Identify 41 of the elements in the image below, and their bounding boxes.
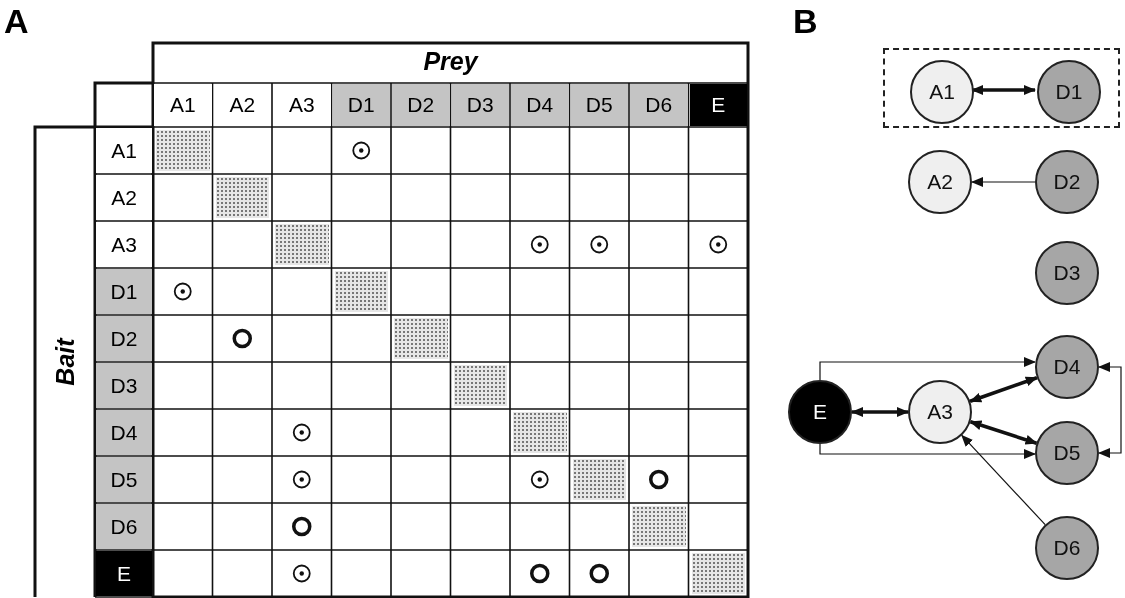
arrow	[819, 443, 1036, 459]
node-circle: A2	[908, 150, 972, 214]
arrow	[971, 177, 1036, 187]
row-header: D3	[96, 363, 152, 408]
arrow	[969, 376, 1038, 403]
row-header: A2	[96, 175, 152, 220]
node-circle: A3	[908, 380, 972, 444]
row-header: D1	[96, 269, 152, 314]
node-circle: D6	[1035, 516, 1099, 580]
arrow	[969, 420, 1038, 445]
row-header: A3	[96, 222, 152, 267]
column-header: E	[689, 84, 747, 126]
panel-letter: B	[793, 2, 819, 42]
row-header: A1	[96, 128, 152, 173]
arrow	[819, 357, 1036, 381]
panel-letter: A	[4, 2, 30, 42]
column-header: D5	[570, 84, 628, 126]
node-circle: D1	[1037, 60, 1101, 124]
column-header: D3	[451, 84, 509, 126]
column-header: D1	[332, 84, 390, 126]
arrow	[1098, 362, 1122, 458]
axis-title: Bait	[49, 336, 80, 388]
row-header: E	[96, 551, 152, 596]
row-header: D5	[96, 457, 152, 502]
arrow	[851, 407, 909, 417]
column-header: D6	[630, 84, 688, 126]
axis-title: Prey	[422, 45, 480, 77]
node-circle: E	[788, 380, 852, 444]
row-header: D4	[96, 410, 152, 455]
node-circle: D3	[1035, 241, 1099, 305]
node-circle: D5	[1035, 421, 1099, 485]
node-circle: A1	[910, 60, 974, 124]
row-header: D2	[96, 316, 152, 361]
column-header: D4	[511, 84, 569, 126]
dashed-box	[883, 48, 1120, 128]
column-header: A1	[154, 84, 212, 126]
node-circle: D2	[1035, 150, 1099, 214]
column-header: D2	[392, 84, 450, 126]
node-circle: D4	[1035, 335, 1099, 399]
row-header: D6	[96, 504, 152, 549]
arrow	[961, 434, 1046, 526]
